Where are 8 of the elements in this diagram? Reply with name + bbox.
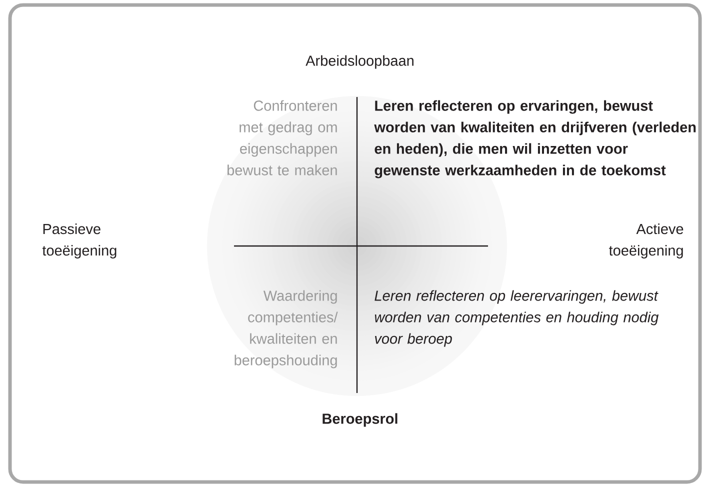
quadrant-text: Confronteren met gedrag om eigenschappen bewust te maken: [228, 100, 337, 176]
quadrant-text: Waardering competenties/ kwaliteiten en beroepshouding: [234, 290, 338, 368]
quadrant-text: Leren reflecteren op ervaringen, bewust worden van kwaliteiten en drijfveren (verleden en heden), die men wil inzetten voor gewenste werkzaamheden in de toekomst: [374, 100, 696, 178]
axis-label: Passieve toeëigening: [42, 223, 116, 258]
axis-label: Beroepsrol: [322, 413, 398, 427]
quadrant-text: Leren reflecteren op leerervaringen, bewust worden van competenties en houding nodig voor beroep: [374, 290, 659, 347]
axis-label: Arbeidsloopbaan: [306, 55, 414, 69]
axis-label: Actieve toeëigening: [609, 223, 684, 258]
